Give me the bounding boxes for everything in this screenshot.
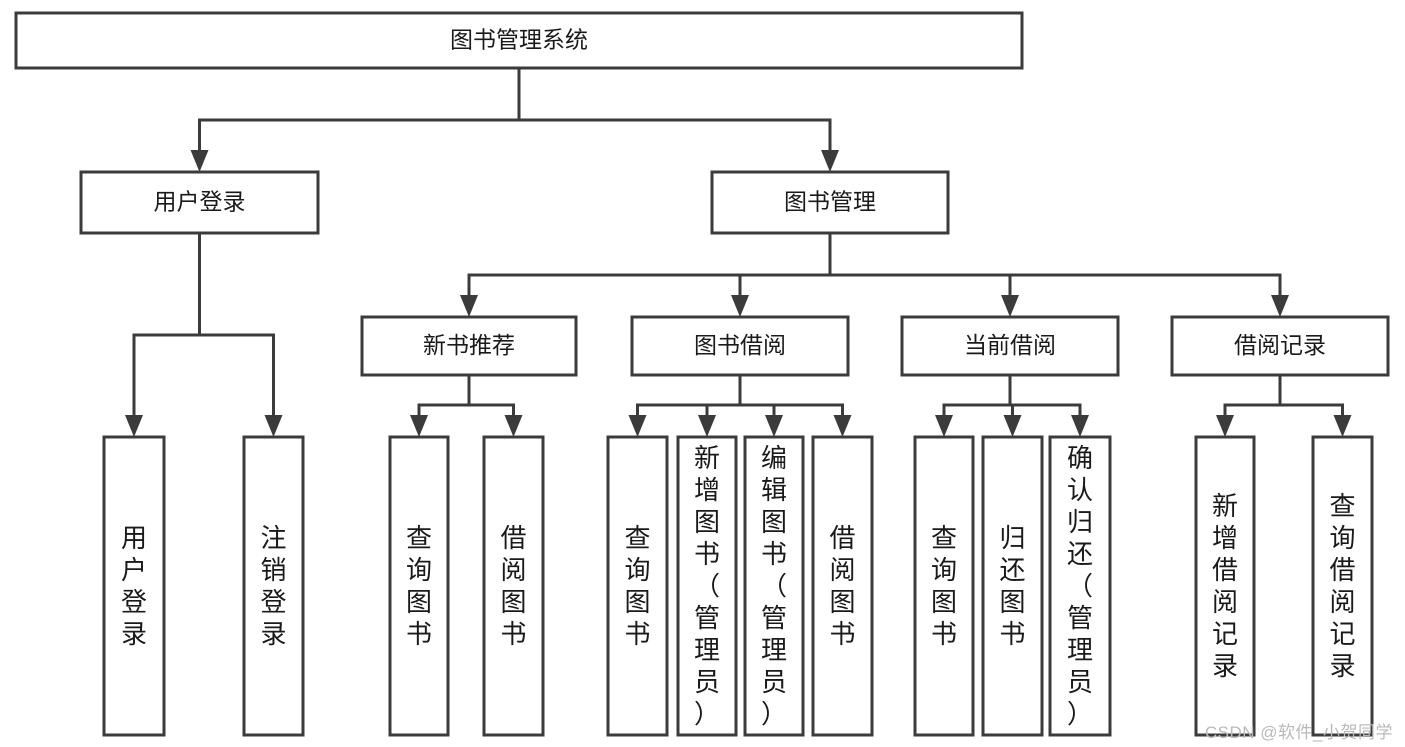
node-leaf-add-record[interactable]: 新增借阅记录: [1194, 435, 1256, 737]
node-book-borrow[interactable]: 图书借阅: [630, 315, 850, 377]
arrow-head-icon: [1333, 415, 1352, 437]
node-layer: 图书管理系统用户登录图书管理新书推荐图书借阅当前借阅借阅记录用户登录注销登录查询…: [14, 11, 1390, 737]
connector-layer: [125, 66, 1352, 437]
node-box[interactable]: [630, 315, 850, 377]
arrow-head-icon: [1003, 415, 1022, 437]
node-leaf-confirm-return[interactable]: 确认归还（管理员）: [1048, 435, 1112, 737]
node-label: 查询图书: [624, 523, 650, 649]
node-box[interactable]: [710, 170, 950, 235]
node-user-login[interactable]: 用户登录: [79, 170, 320, 235]
node-root-system[interactable]: 图书管理系统: [14, 11, 1024, 70]
node-box[interactable]: [981, 435, 1044, 737]
node-leaf-add-book[interactable]: 新增图书（管理员）: [676, 435, 738, 737]
node-label: 借阅图书: [500, 523, 526, 649]
arrow-head-icon: [264, 415, 283, 437]
node-label: 查询借阅记录: [1329, 491, 1355, 681]
node-label: 新增图书（管理员）: [694, 443, 720, 729]
node-leaf-query-book-1[interactable]: 查询图书: [388, 435, 450, 737]
node-current-borrow[interactable]: 当前借阅: [900, 315, 1120, 377]
node-label: 查询图书: [931, 523, 957, 649]
node-box[interactable]: [743, 435, 805, 737]
node-label: 编辑图书（管理员）: [761, 443, 787, 729]
arrow-head-icon: [125, 415, 143, 437]
node-label: 新增借阅记录: [1212, 491, 1238, 681]
watermark-label: CSDN @软件_小贺同学: [1204, 723, 1393, 742]
arrow-head-icon: [1001, 295, 1019, 317]
node-new-book-rec[interactable]: 新书推荐: [360, 315, 578, 377]
node-box[interactable]: [79, 170, 320, 235]
node-label: 当前借阅: [964, 332, 1056, 358]
node-leaf-borrow-book-2[interactable]: 借阅图书: [811, 435, 874, 737]
node-book-manage[interactable]: 图书管理: [710, 170, 950, 235]
node-leaf-query-book-3[interactable]: 查询图书: [913, 435, 975, 737]
node-box[interactable]: [1194, 435, 1256, 737]
node-label: 查询图书: [406, 523, 432, 649]
node-label: 图书管理系统: [450, 27, 588, 53]
node-label: 借阅图书: [829, 523, 855, 649]
arrow-head-icon: [1216, 415, 1234, 437]
node-box[interactable]: [1048, 435, 1112, 737]
node-label: 用户登录: [121, 523, 147, 649]
node-label: 图书借阅: [694, 332, 786, 358]
node-leaf-return-book[interactable]: 归还图书: [981, 435, 1044, 737]
arrow-head-icon: [628, 415, 647, 437]
arrow-head-icon: [935, 415, 953, 437]
node-box[interactable]: [676, 435, 738, 737]
arrow-head-icon: [504, 415, 523, 437]
arrow-head-icon: [698, 415, 716, 437]
node-leaf-borrow-book-1[interactable]: 借阅图书: [482, 435, 545, 737]
node-box[interactable]: [1170, 315, 1390, 377]
arrow-head-icon: [460, 295, 478, 317]
node-borrow-record[interactable]: 借阅记录: [1170, 315, 1390, 377]
node-box[interactable]: [900, 315, 1120, 377]
arrow-head-icon: [833, 415, 852, 437]
node-label: 确认归还（管理员）: [1067, 443, 1093, 729]
node-box[interactable]: [482, 435, 545, 737]
node-box[interactable]: [14, 11, 1024, 70]
node-leaf-user-login[interactable]: 用户登录: [102, 435, 166, 737]
node-box[interactable]: [1311, 435, 1374, 737]
node-label: 用户登录: [154, 189, 246, 215]
node-box[interactable]: [360, 315, 578, 377]
node-box[interactable]: [102, 435, 166, 737]
node-label: 注销登录: [260, 523, 286, 649]
node-box[interactable]: [811, 435, 874, 737]
node-label: 新书推荐: [423, 332, 515, 358]
arrow-head-icon: [190, 150, 209, 172]
arrow-head-icon: [821, 150, 839, 172]
node-label: 借阅记录: [1234, 332, 1326, 358]
arrow-head-icon: [1271, 295, 1289, 317]
node-label: 图书管理: [784, 189, 876, 215]
node-leaf-edit-book[interactable]: 编辑图书（管理员）: [743, 435, 805, 737]
arrow-head-icon: [765, 415, 783, 437]
arrow-head-icon: [731, 295, 749, 317]
node-leaf-query-record[interactable]: 查询借阅记录: [1311, 435, 1374, 737]
node-box[interactable]: [388, 435, 450, 737]
arrow-head-icon: [410, 415, 428, 437]
node-leaf-user-logout[interactable]: 注销登录: [242, 435, 305, 737]
node-label: 归还图书: [999, 523, 1025, 649]
arrow-head-icon: [1071, 415, 1089, 437]
node-box[interactable]: [913, 435, 975, 737]
node-box[interactable]: [242, 435, 305, 737]
node-leaf-query-book-2[interactable]: 查询图书: [606, 435, 669, 737]
node-box[interactable]: [606, 435, 669, 737]
